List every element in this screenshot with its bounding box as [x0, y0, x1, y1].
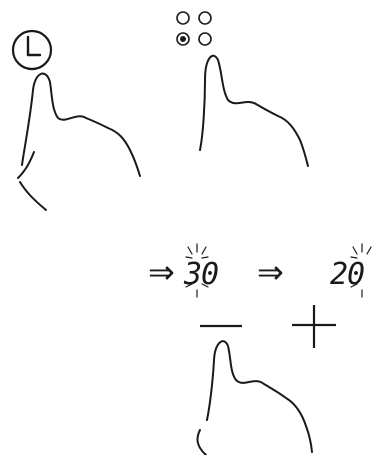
pointing-hand-icon [199, 54, 309, 167]
display-value-20: 20 [330, 243, 372, 298]
step2-zone-selector [176, 11, 309, 167]
step3-time-adjust: ⇒ 30 ⇒ [148, 243, 372, 455]
display-digits: 20 [330, 257, 364, 292]
pointing-hand-icon [17, 72, 141, 211]
clock-icon[interactable] [11, 29, 53, 71]
arrow-right-icon: ⇒ [257, 253, 284, 291]
blink-indicator-icon [185, 243, 209, 298]
step1-clock [11, 29, 141, 211]
plus-button[interactable] [292, 305, 336, 348]
display-value-30: 30 [183, 243, 219, 298]
blink-indicator-icon [350, 243, 372, 298]
pointing-hand-icon [196, 340, 313, 455]
display-digits: 30 [183, 257, 218, 292]
zone-selector-icon[interactable] [176, 11, 212, 46]
arrow-right-icon: ⇒ [148, 253, 175, 291]
